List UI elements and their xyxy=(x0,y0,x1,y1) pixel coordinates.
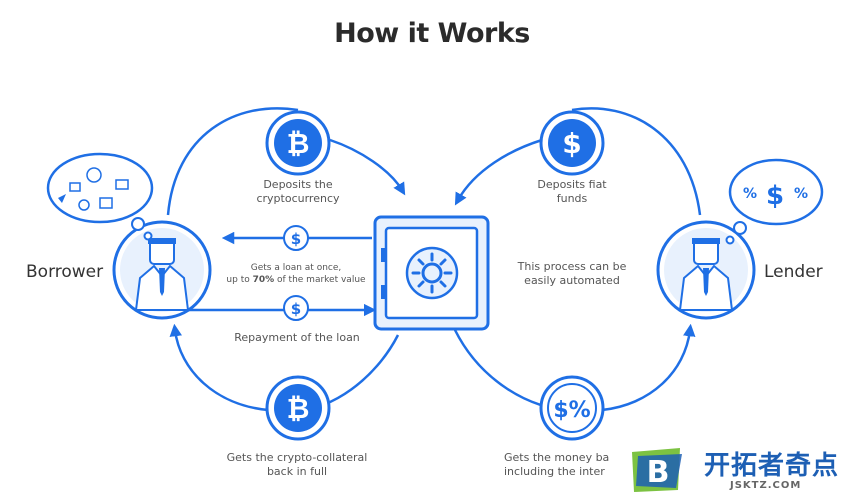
vault-icon xyxy=(373,215,490,331)
svg-text:$: $ xyxy=(291,300,301,318)
borrower-thought-bubble xyxy=(46,152,154,241)
watermark-cn: 开拓者奇点 xyxy=(704,451,840,481)
svg-text:₿: ₿ xyxy=(287,392,310,425)
watermark-logo-icon: B xyxy=(632,448,682,492)
automated-label: This process can be easily automated xyxy=(517,260,627,287)
svg-text:$%: $% xyxy=(553,398,590,423)
bitcoin-deposit-icon: ₿ xyxy=(265,110,331,176)
svg-text:%: % xyxy=(743,186,757,202)
page-title: How it Works xyxy=(334,18,530,49)
deposit-crypto-label: Deposits the cryptocurrency xyxy=(256,178,340,205)
svg-text:$: $ xyxy=(562,127,581,160)
money-back-label: Gets the money ba including the inter xyxy=(504,451,610,478)
borrower-loop xyxy=(166,107,406,412)
svg-text:₿: ₿ xyxy=(287,127,310,160)
deposit-fiat-label: Deposits fiat funds xyxy=(537,178,607,205)
svg-text:$: $ xyxy=(766,181,784,211)
svg-text:$: $ xyxy=(291,230,301,248)
lender-thought-bubble: % $ % xyxy=(725,158,824,245)
repayment-dollar-icon: $ xyxy=(283,295,309,321)
loan-dollar-icon: $ xyxy=(283,225,309,251)
lender-avatar xyxy=(656,220,756,320)
lender-label: Lender xyxy=(764,262,823,282)
loan-label-line2: up to 70% of the market value xyxy=(226,275,366,285)
repayment-label: Repayment of the loan xyxy=(234,331,360,344)
collateral-back-label: Gets the crypto-collateral back in full xyxy=(226,451,368,478)
svg-text:%: % xyxy=(794,186,808,202)
loan-label: Gets a loan at once, up to 70% of the ma… xyxy=(222,262,370,286)
watermark-en: JSKTZ.COM xyxy=(730,480,802,491)
borrower-label: Borrower xyxy=(26,262,104,282)
loan-label-line1: Gets a loan at once, xyxy=(250,263,342,273)
site-watermark: B 开拓者奇点 JSKTZ.COM xyxy=(620,440,864,500)
dollar-deposit-icon: $ xyxy=(539,110,605,176)
borrower-avatar xyxy=(112,220,212,320)
bitcoin-return-icon: ₿ xyxy=(265,375,331,441)
money-percent-icon: $% xyxy=(539,375,605,441)
svg-text:B: B xyxy=(647,455,670,490)
